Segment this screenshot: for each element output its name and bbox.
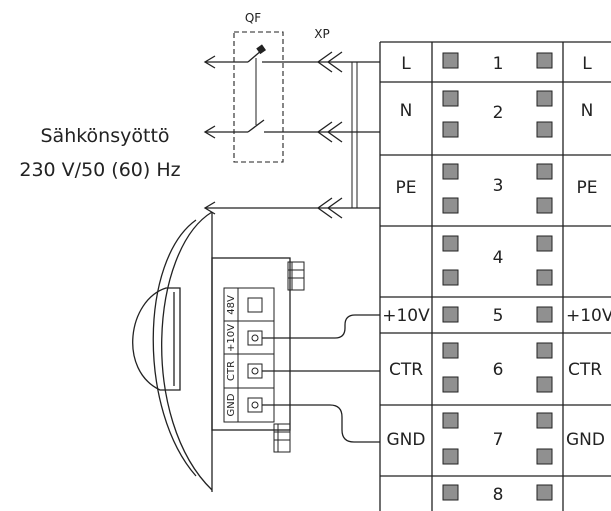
terminal-screw <box>536 235 553 252</box>
terminal-screw <box>536 306 553 323</box>
terminal-number: 1 <box>493 54 504 74</box>
terminal-screw <box>442 342 459 359</box>
terminal-number: 6 <box>493 360 504 380</box>
terminal-screw <box>536 412 553 429</box>
terminal-left-label: PE <box>396 178 417 198</box>
terminal-screw <box>442 163 459 180</box>
wire-plus10v <box>262 314 380 339</box>
terminal-screw <box>536 484 553 501</box>
terminal-screw <box>536 342 553 359</box>
terminal-screw <box>442 376 459 393</box>
terminal-right-label: +10V <box>566 306 611 326</box>
terminal-number: 7 <box>493 430 504 450</box>
terminal-screw <box>442 412 459 429</box>
terminal-number: 5 <box>493 306 504 326</box>
terminal-left-label: CTR <box>389 360 423 380</box>
breaker-box <box>233 31 284 163</box>
device-terminal-label: GND <box>226 393 237 416</box>
terminal-right-label: CTR <box>568 360 602 380</box>
terminal-left-label: +10V <box>382 306 430 326</box>
supply-arrowheads <box>203 55 330 215</box>
terminal-left-label: N <box>400 101 413 121</box>
terminal-number: 3 <box>493 176 504 196</box>
device-screw-terminal <box>247 363 263 379</box>
terminal-screw <box>442 90 459 107</box>
device-screw-terminal <box>247 297 263 313</box>
connector-label: XP <box>314 27 329 41</box>
device-housing-outline <box>161 211 213 491</box>
device-screw-terminal <box>247 397 263 413</box>
breaker-switch-symbol <box>205 44 266 133</box>
device-terminal-label: 48V <box>226 295 237 315</box>
terminal-block: L 1 L N 2 N PE 3 PE 4 +10V 5 +10V CTR <box>379 41 611 511</box>
terminal-screw <box>536 269 553 286</box>
terminal-screw <box>442 121 459 138</box>
device-terminal-strip <box>211 257 291 431</box>
terminal-screw <box>442 269 459 286</box>
terminal-right-label: N <box>581 101 594 121</box>
terminal-screw <box>536 52 553 69</box>
mounting-screw-bottom <box>273 423 291 453</box>
terminal-number: 8 <box>493 485 504 505</box>
terminal-screw <box>442 235 459 252</box>
terminal-right-label: PE <box>577 178 598 198</box>
terminal-screw <box>442 197 459 214</box>
terminal-screw <box>536 163 553 180</box>
device-terminal-label: +10V <box>226 324 237 352</box>
terminal-screw <box>536 197 553 214</box>
breaker-label: QF <box>245 11 261 25</box>
terminal-left-label: GND <box>387 430 426 450</box>
terminal-left-label: L <box>401 54 411 74</box>
thermostat-device: 48V +10V CTR GND <box>132 211 305 492</box>
supply-label-line2: 230 V/50 (60) Hz <box>19 159 180 181</box>
terminal-screw <box>536 448 553 465</box>
device-terminal-label: CTR <box>226 361 237 381</box>
terminal-screw <box>442 52 459 69</box>
terminal-right-label: GND <box>566 430 605 450</box>
terminal-screw <box>536 121 553 138</box>
connector-chevrons <box>316 51 358 219</box>
terminal-screw <box>442 484 459 501</box>
device-screw-terminal <box>247 330 263 346</box>
device-knob <box>132 287 181 391</box>
terminal-screw <box>536 90 553 107</box>
terminal-screw <box>442 306 459 323</box>
terminal-screw <box>442 448 459 465</box>
terminal-number: 4 <box>493 248 504 268</box>
terminal-screw <box>536 376 553 393</box>
mounting-screw-top <box>287 261 305 291</box>
device-housing-inner <box>152 219 197 477</box>
wire-gnd <box>262 404 380 443</box>
terminal-number: 2 <box>493 103 504 123</box>
terminal-right-label: L <box>582 54 592 74</box>
supply-label-line1: Sähkönsyöttö <box>40 125 169 147</box>
